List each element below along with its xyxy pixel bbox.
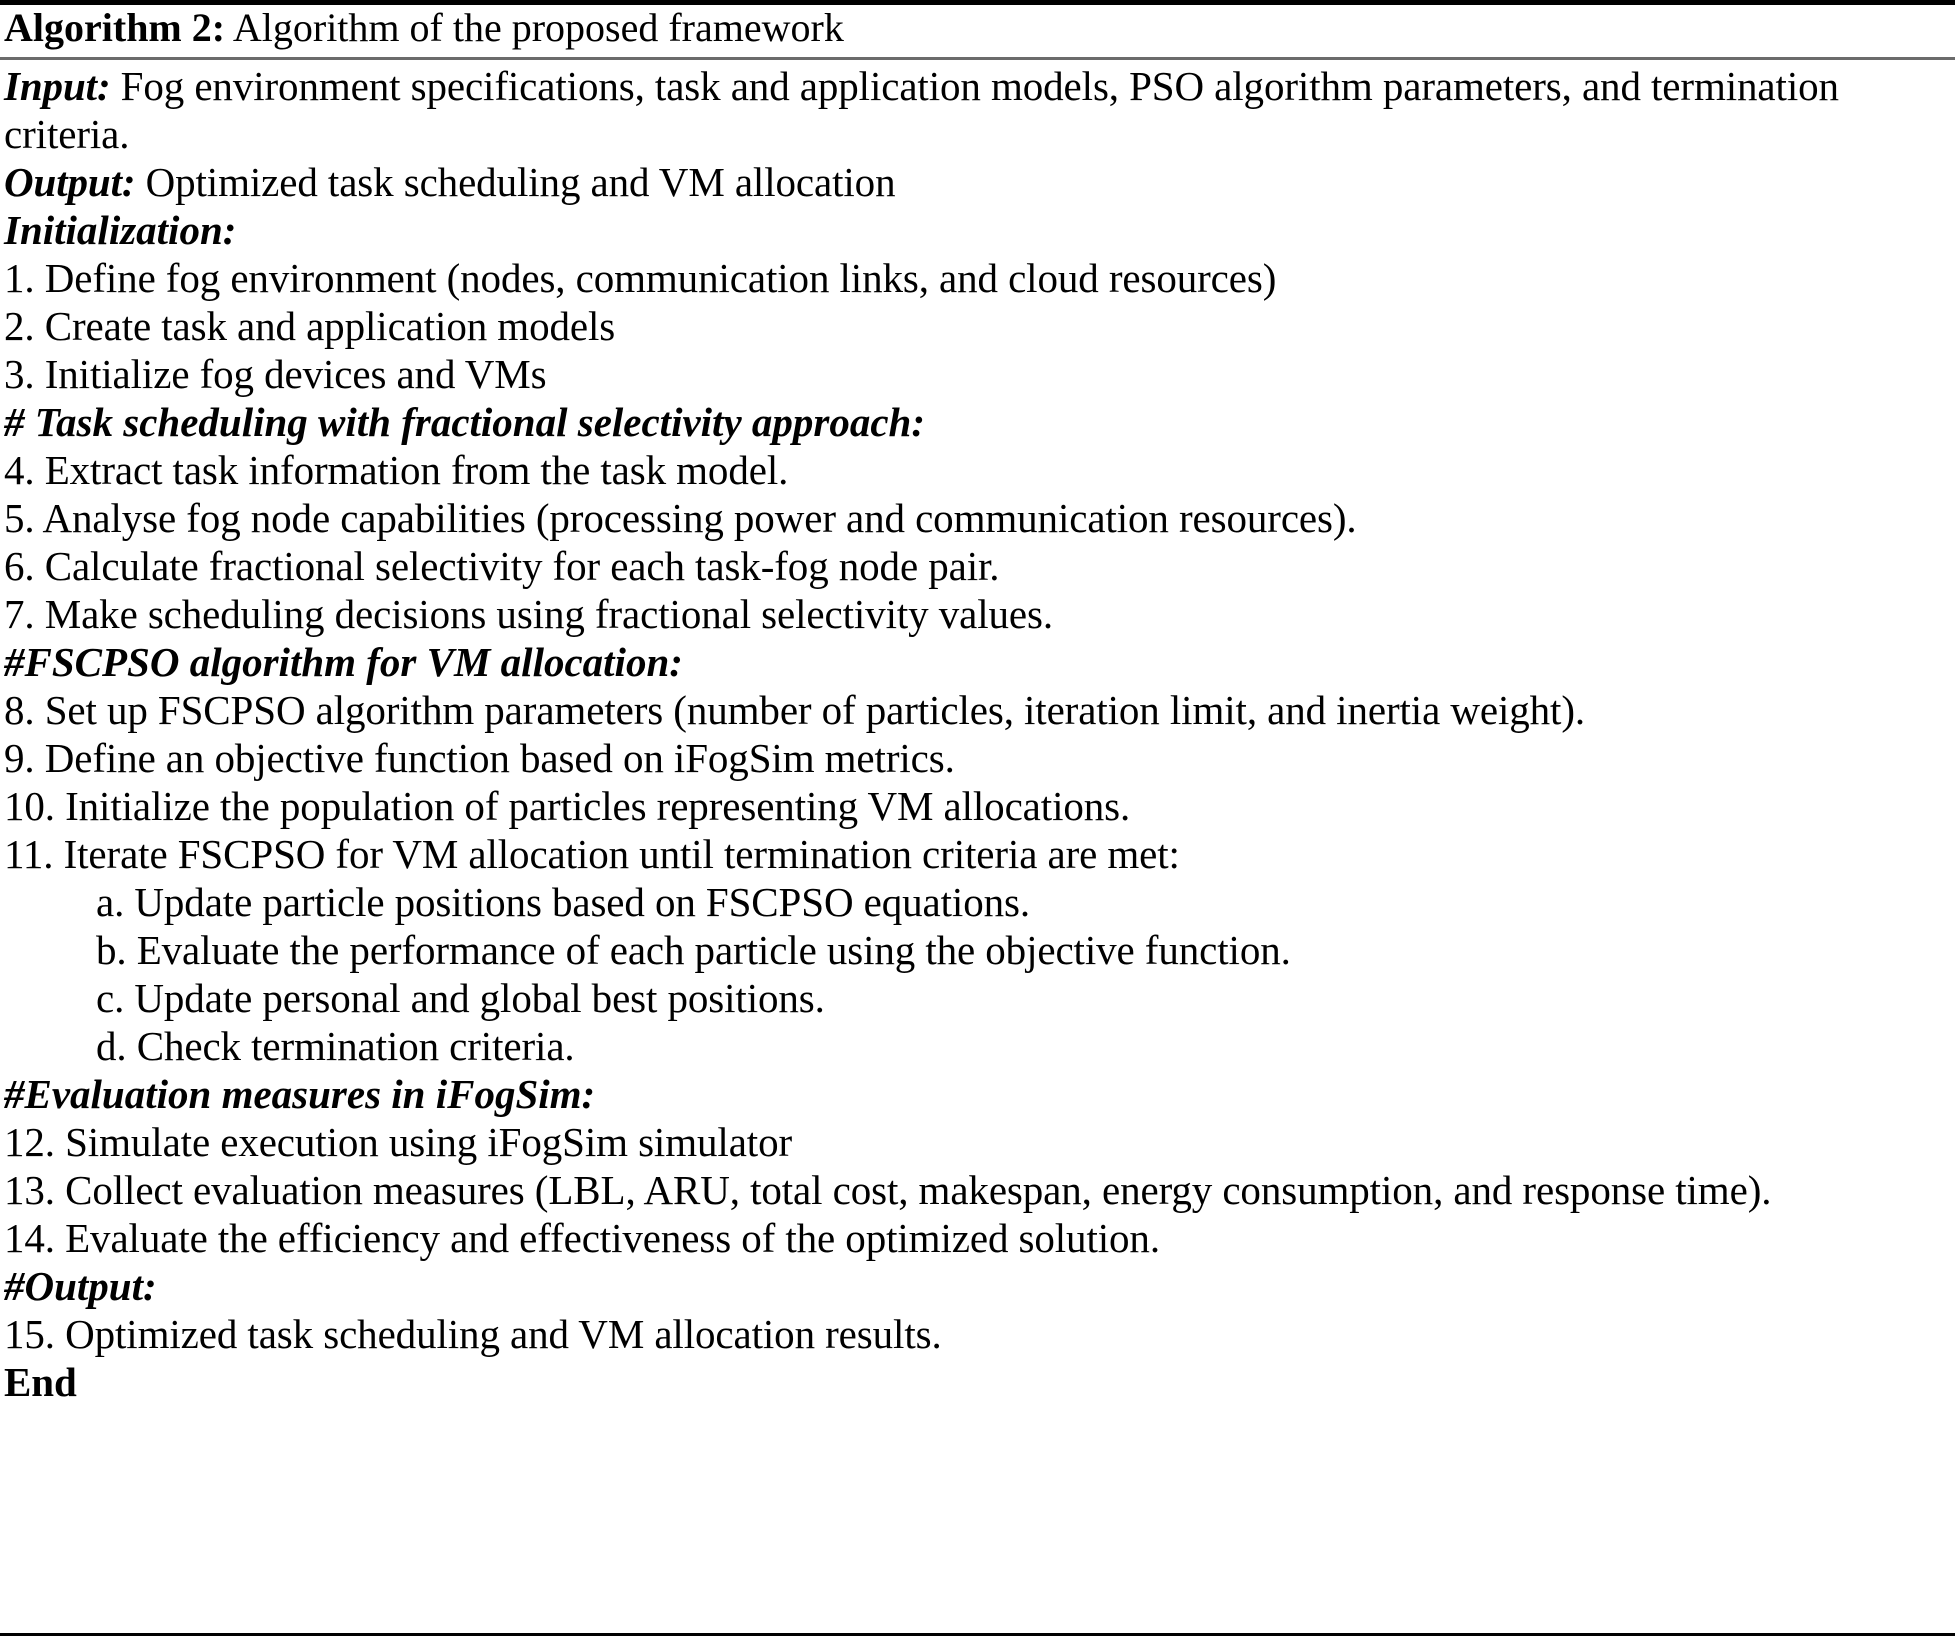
step-text: Evaluate the efficiency and effectivenes… xyxy=(54,1215,1160,1261)
step-14: 14. Evaluate the efficiency and effectiv… xyxy=(4,1214,1951,1262)
output-text: Optimized task scheduling and VM allocat… xyxy=(135,159,896,205)
step-text: Set up FSCPSO algorithm parameters (numb… xyxy=(34,687,1586,733)
step-number: 10. xyxy=(4,783,55,829)
substep-d: d. Check termination criteria. xyxy=(4,1022,1951,1070)
caption-rule-divider xyxy=(0,57,1955,60)
step-text: Calculate fractional selectivity for eac… xyxy=(34,543,1000,589)
end-line: End xyxy=(4,1358,1951,1406)
step-text: Iterate FSCPSO for VM allocation until t… xyxy=(53,831,1180,877)
step-11: 11. Iterate FSCPSO for VM allocation unt… xyxy=(4,830,1951,878)
step-9: 9. Define an objective function based on… xyxy=(4,734,1951,782)
step-text: Extract task information from the task m… xyxy=(34,447,789,493)
step-number: 8. xyxy=(4,687,35,733)
step-text: Create task and application models xyxy=(34,303,616,349)
step-7: 7. Make scheduling decisions using fract… xyxy=(4,590,1951,638)
step-number: 11. xyxy=(4,831,54,877)
step-number: 2. xyxy=(4,303,35,349)
substep-text: Update personal and global best position… xyxy=(124,975,825,1021)
step-5: 5. Analyse fog node capabilities (proces… xyxy=(4,494,1951,542)
substep-a: a. Update particle positions based on FS… xyxy=(4,878,1951,926)
step-text: Define fog environment (nodes, communica… xyxy=(34,255,1277,301)
algorithm-body: Input: Fog environment specifications, t… xyxy=(4,62,1951,1406)
substep-letter: a. xyxy=(96,879,125,925)
section-heading-evaluation: #Evaluation measures in iFogSim: xyxy=(4,1071,596,1117)
step-text: Simulate execution using iFogSim simulat… xyxy=(54,1119,793,1165)
step-number: 7. xyxy=(4,591,35,637)
input-line: Input: Fog environment specifications, t… xyxy=(4,62,1951,158)
step-1: 1. Define fog environment (nodes, commun… xyxy=(4,254,1951,302)
algorithm-caption-title: Algorithm of the proposed framework xyxy=(225,5,844,50)
step-2: 2. Create task and application models xyxy=(4,302,1951,350)
step-4: 4. Extract task information from the tas… xyxy=(4,446,1951,494)
section-heading-task-scheduling: # Task scheduling with fractional select… xyxy=(4,399,925,445)
substep-letter: b. xyxy=(96,927,127,973)
substep-text: Check termination criteria. xyxy=(126,1023,575,1069)
step-text: Collect evaluation measures (LBL, ARU, t… xyxy=(54,1167,1772,1213)
step-3: 3. Initialize fog devices and VMs xyxy=(4,350,1951,398)
end-label: End xyxy=(4,1359,77,1405)
algorithm-caption-label: Algorithm 2: xyxy=(4,5,226,50)
algorithm-caption: Algorithm 2: Algorithm of the proposed f… xyxy=(4,2,1949,54)
input-text: Fog environment specifications, task and… xyxy=(4,63,1839,157)
step-6: 6. Calculate fractional selectivity for … xyxy=(4,542,1951,590)
substep-b: b. Evaluate the performance of each part… xyxy=(4,926,1951,974)
step-12: 12. Simulate execution using iFogSim sim… xyxy=(4,1118,1951,1166)
step-text: Optimized task scheduling and VM allocat… xyxy=(54,1311,942,1357)
substep-c: c. Update personal and global best posit… xyxy=(4,974,1951,1022)
step-text: Initialize fog devices and VMs xyxy=(34,351,547,397)
step-15: 15. Optimized task scheduling and VM all… xyxy=(4,1310,1951,1358)
substep-letter: d. xyxy=(96,1023,127,1069)
bottom-rule-divider xyxy=(0,1633,1955,1636)
step-text: Make scheduling decisions using fraction… xyxy=(34,591,1054,637)
step-8: 8. Set up FSCPSO algorithm parameters (n… xyxy=(4,686,1951,734)
step-number: 12. xyxy=(4,1119,55,1165)
step-number: 9. xyxy=(4,735,35,781)
step-text: Initialize the population of particles r… xyxy=(54,783,1131,829)
step-number: 1. xyxy=(4,255,35,301)
step-number: 14. xyxy=(4,1215,55,1261)
step-number: 4. xyxy=(4,447,35,493)
section-heading-output: #Output: xyxy=(4,1263,157,1309)
substep-text: Evaluate the performance of each particl… xyxy=(126,927,1291,973)
substep-text: Update particle positions based on FSCPS… xyxy=(124,879,1030,925)
top-rule-divider xyxy=(0,0,1955,5)
section-heading-initialization: Initialization: xyxy=(4,207,237,253)
step-text: Define an objective function based on iF… xyxy=(34,735,955,781)
step-13: 13. Collect evaluation measures (LBL, AR… xyxy=(4,1166,1951,1214)
substep-letter: c. xyxy=(96,975,125,1021)
step-10: 10. Initialize the population of particl… xyxy=(4,782,1951,830)
step-number: 13. xyxy=(4,1167,55,1213)
input-label: Input: xyxy=(4,63,111,109)
step-text: Analyse fog node capabilities (processin… xyxy=(34,495,1357,541)
step-number: 3. xyxy=(4,351,35,397)
step-number: 15. xyxy=(4,1311,55,1357)
output-label: Output: xyxy=(4,159,136,205)
output-line: Output: Optimized task scheduling and VM… xyxy=(4,158,1951,206)
step-number: 5. xyxy=(4,495,35,541)
section-heading-fscpso: #FSCPSO algorithm for VM allocation: xyxy=(4,639,683,685)
step-number: 6. xyxy=(4,543,35,589)
